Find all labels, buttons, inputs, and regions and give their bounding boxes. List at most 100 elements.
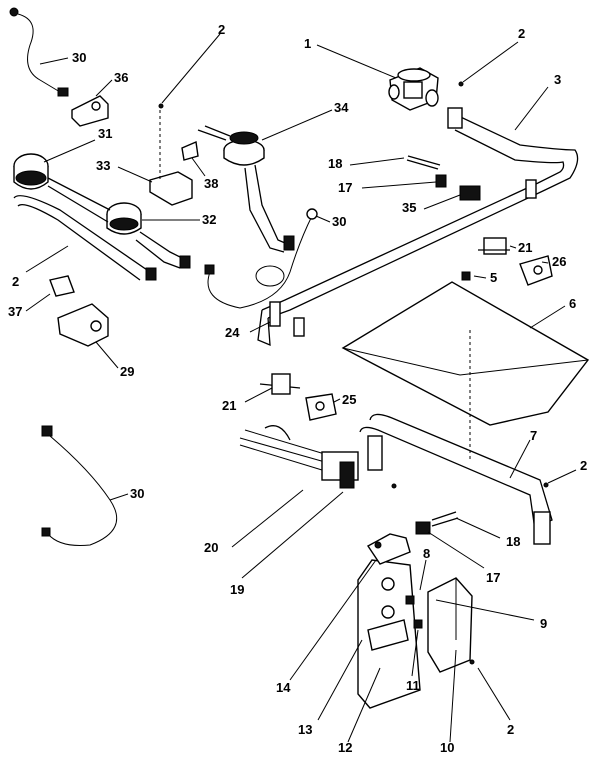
leader-19 xyxy=(241,491,344,579)
burner-tubes-left xyxy=(13,177,191,281)
callout-21: 21 xyxy=(222,398,236,413)
lower-burner-tube xyxy=(359,413,553,545)
leader-21a xyxy=(509,245,517,249)
leader-3 xyxy=(514,86,549,131)
orifice-upper xyxy=(406,155,481,201)
valve-lower xyxy=(259,301,337,421)
wire-harness-block xyxy=(239,425,397,489)
callout-21: 21 xyxy=(518,240,532,255)
screws xyxy=(158,81,549,667)
leader-2b xyxy=(462,41,519,83)
leader-7 xyxy=(509,439,531,479)
igniter-wire-mid xyxy=(204,208,318,309)
callout-8: 8 xyxy=(423,546,430,561)
callout-10: 10 xyxy=(440,740,454,755)
leader-10 xyxy=(449,649,457,743)
pressure-regulator xyxy=(388,67,439,111)
callout-labels: 1 2 2 2 2 2 3 5 6 7 8 9 10 11 12 13 14 1… xyxy=(8,22,587,755)
callout-12: 12 xyxy=(338,740,352,755)
callout-14: 14 xyxy=(276,680,291,695)
callout-3: 3 xyxy=(554,72,561,87)
callout-17: 17 xyxy=(338,180,352,195)
clip-37 xyxy=(49,275,75,297)
callout-17: 17 xyxy=(486,570,500,585)
leader-13 xyxy=(317,639,363,721)
callout-25: 25 xyxy=(342,392,356,407)
leader-2a xyxy=(161,33,221,104)
callout-37: 37 xyxy=(8,304,22,319)
callout-30: 30 xyxy=(130,486,144,501)
igniter-wire-bottom xyxy=(41,425,118,546)
leader-33 xyxy=(117,166,153,183)
spark-module-assembly xyxy=(357,533,473,709)
callout-26: 26 xyxy=(552,254,566,269)
callout-11: 11 xyxy=(406,678,420,693)
leader-6 xyxy=(529,305,566,329)
burner-32 xyxy=(106,202,142,235)
callout-2: 2 xyxy=(507,722,514,737)
callout-20: 20 xyxy=(204,540,218,555)
bracket-29 xyxy=(57,303,109,347)
leader-8 xyxy=(419,559,427,591)
orifice-lower xyxy=(415,511,459,535)
igniter-wire-top xyxy=(9,7,69,97)
leader-24 xyxy=(249,321,271,333)
burner-34 xyxy=(181,125,295,253)
leader-26 xyxy=(541,261,549,264)
leader-29 xyxy=(95,341,119,369)
baffle-plate xyxy=(341,281,590,460)
leader-1 xyxy=(316,44,397,79)
callout-18: 18 xyxy=(328,156,342,171)
callout-2: 2 xyxy=(12,274,19,289)
burner-31 xyxy=(13,153,49,190)
callout-35: 35 xyxy=(402,200,416,215)
callout-5: 5 xyxy=(490,270,497,285)
leader-17a xyxy=(361,181,437,189)
leader-36 xyxy=(95,79,113,97)
callout-30: 30 xyxy=(72,50,86,65)
leader-21b xyxy=(244,387,273,403)
callout-2: 2 xyxy=(218,22,225,37)
leader-18a xyxy=(349,157,405,166)
manifold-pipe xyxy=(257,107,579,347)
callout-29: 29 xyxy=(120,364,134,379)
leader-37 xyxy=(25,293,51,312)
leader-34 xyxy=(261,109,333,141)
leader-5 xyxy=(473,275,487,279)
bracket-33 xyxy=(149,110,193,206)
callout-30: 30 xyxy=(332,214,346,229)
callout-31: 31 xyxy=(98,126,112,141)
leader-2e xyxy=(477,667,511,721)
leader-20 xyxy=(231,489,304,548)
leader-30b xyxy=(315,215,331,223)
leader-38 xyxy=(191,157,206,177)
callout-2: 2 xyxy=(580,458,587,473)
leader-17b xyxy=(427,531,485,569)
callout-36: 36 xyxy=(114,70,128,85)
callout-34: 34 xyxy=(334,100,349,115)
bracket-36 xyxy=(71,95,109,127)
leader-35 xyxy=(423,194,461,210)
callout-13: 13 xyxy=(298,722,312,737)
callout-38: 38 xyxy=(204,176,218,191)
leader-12 xyxy=(347,667,381,743)
leader-30c xyxy=(109,493,129,501)
valve-upper xyxy=(461,237,553,286)
callout-32: 32 xyxy=(202,212,216,227)
leader-31 xyxy=(43,139,96,163)
leader-30a xyxy=(39,57,69,65)
callout-6: 6 xyxy=(569,296,576,311)
leader-18b xyxy=(455,517,501,539)
leader-11 xyxy=(411,629,419,677)
leader-25 xyxy=(333,398,341,403)
callout-33: 33 xyxy=(96,158,110,173)
callout-2: 2 xyxy=(518,26,525,41)
leader-2d xyxy=(547,469,577,484)
callout-7: 7 xyxy=(530,428,537,443)
callout-18: 18 xyxy=(506,534,520,549)
callout-9: 9 xyxy=(540,616,547,631)
callout-19: 19 xyxy=(230,582,244,597)
leader-2c xyxy=(25,245,69,273)
